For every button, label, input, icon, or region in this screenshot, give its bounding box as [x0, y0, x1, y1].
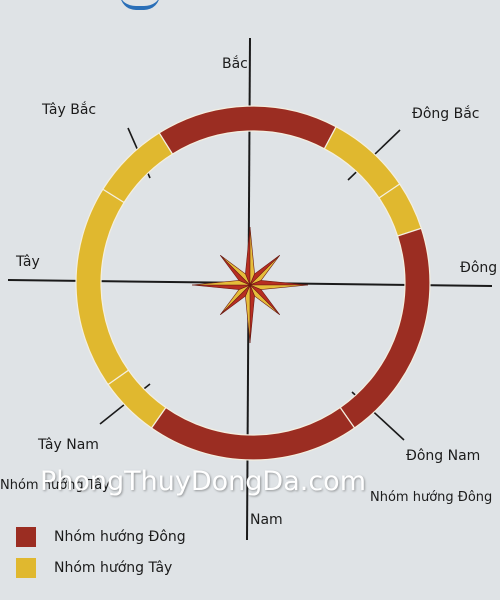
label-east: Đông — [460, 260, 498, 276]
legend-east: Nhóm hướng Đông — [16, 527, 186, 547]
sector-east-southeast — [339, 227, 431, 429]
legend-west-swatch — [16, 558, 36, 578]
rose-point-right-7 — [220, 255, 251, 286]
rose-point-left-4 — [249, 284, 255, 344]
compass-rose-icon — [191, 226, 309, 344]
header-fragment — [120, 0, 160, 10]
legend-east-swatch — [16, 527, 36, 547]
legend-east-label: Nhóm hướng Đông — [54, 529, 186, 545]
sector-northwest — [102, 132, 174, 204]
label-southwest: Tây Nam — [38, 437, 99, 453]
west-group-caption: Nhóm hướng Tây — [0, 478, 110, 493]
sector-south — [150, 406, 356, 461]
legend-west-label: Nhóm hướng Tây — [54, 560, 173, 576]
direction-ring — [75, 105, 431, 461]
legend-west: Nhóm hướng Tây — [16, 558, 172, 578]
rose-point-left-6 — [191, 284, 251, 290]
sector-north — [158, 105, 337, 155]
sector-west — [75, 188, 130, 386]
label-north: Bắc — [222, 56, 248, 72]
label-west: Tây — [16, 254, 40, 270]
label-northeast: Đông Bắc — [412, 106, 480, 122]
label-northwest: Tây Bắc — [42, 102, 97, 118]
watermark-text: PhongThuyDongDa.com — [40, 466, 367, 497]
label-south: Nam — [250, 512, 283, 528]
sector-northeast-upper — [323, 125, 401, 199]
label-southeast: Đông Nam — [406, 448, 481, 464]
east-group-caption: Nhóm hướng Đông — [370, 490, 493, 505]
